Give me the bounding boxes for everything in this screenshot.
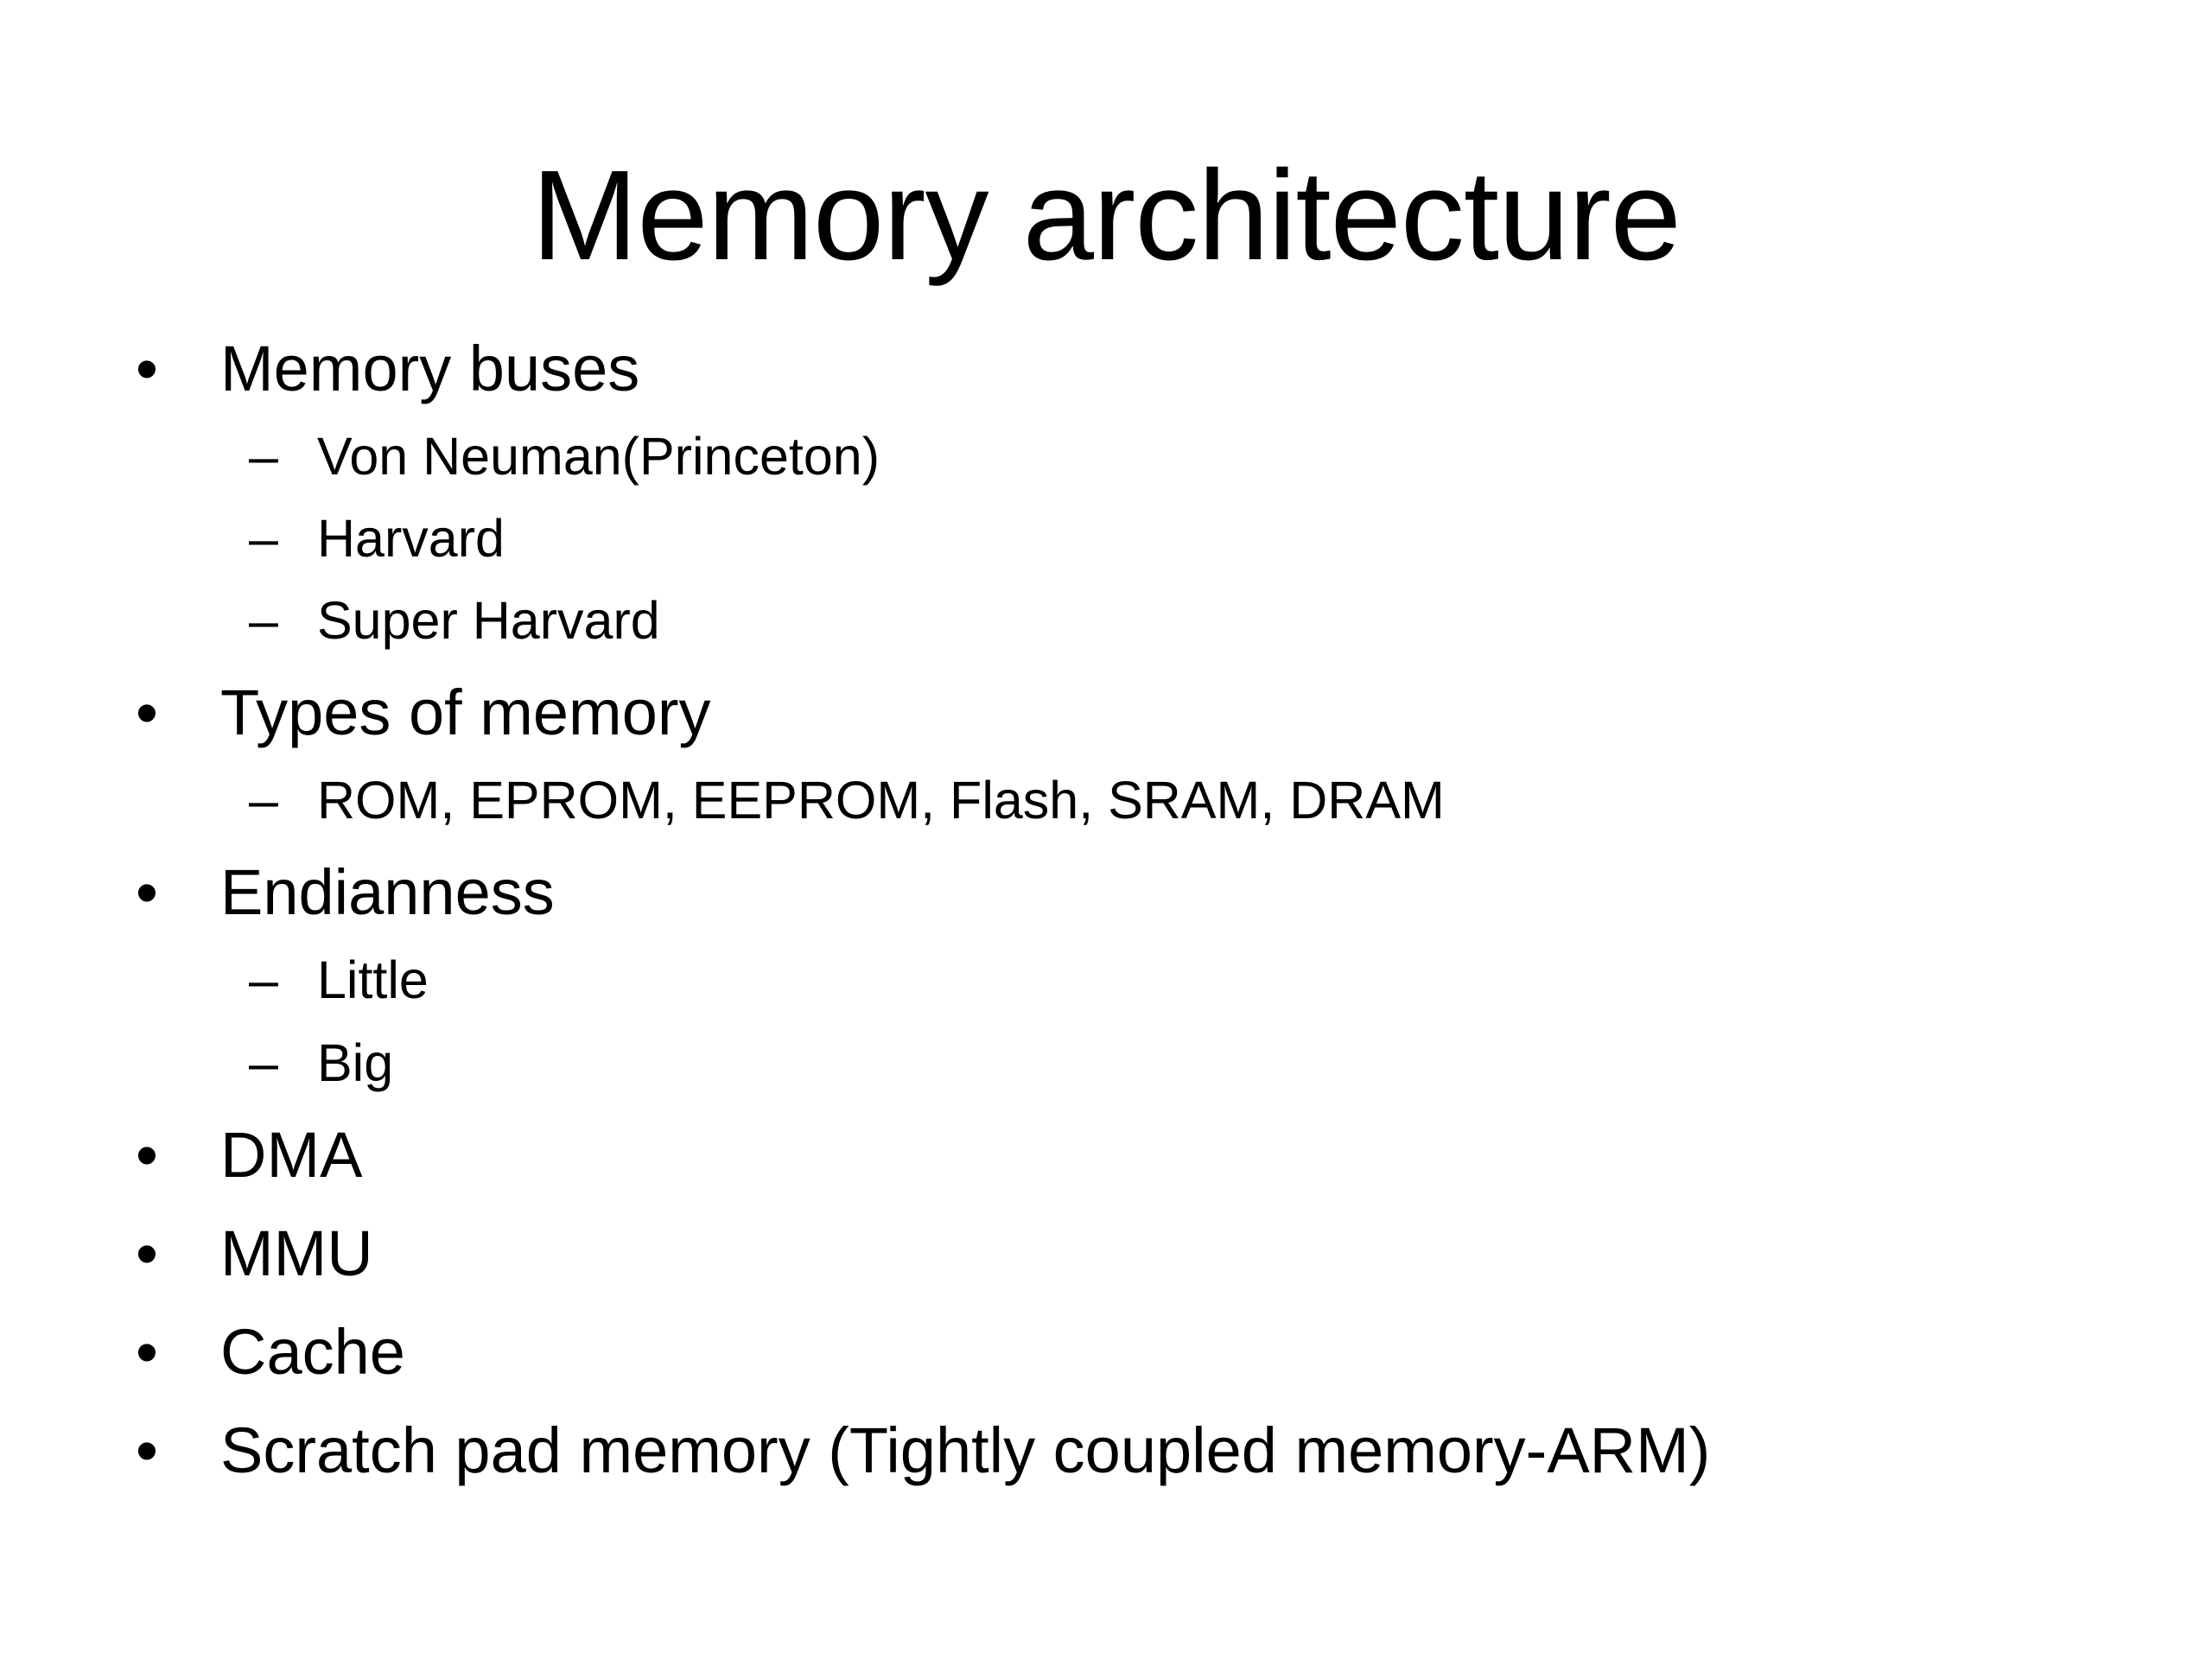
sub-bullet-marker: – bbox=[249, 427, 278, 486]
bullet-text: Scratch pad memory (Tightly coupled memo… bbox=[220, 1414, 1711, 1486]
sub-item-text: Harvard bbox=[317, 509, 505, 568]
sub-item-text: Von Neuman(Princeton) bbox=[317, 427, 880, 486]
bullet-marker: • bbox=[136, 856, 158, 928]
bullet-marker: • bbox=[136, 333, 158, 404]
sub-bullet-marker: – bbox=[249, 1033, 278, 1092]
bullet-text: DMA bbox=[220, 1119, 363, 1191]
bullet-text: Cache bbox=[220, 1316, 405, 1388]
sub-bullet-marker: – bbox=[249, 950, 278, 1009]
bullet-text: MMU bbox=[220, 1217, 373, 1289]
slide-title: Memory architecture bbox=[531, 144, 1681, 287]
bullet-marker: • bbox=[136, 677, 158, 748]
bullet-marker: • bbox=[136, 1316, 158, 1388]
bullet-marker: • bbox=[136, 1414, 158, 1486]
bullet-marker: • bbox=[136, 1217, 158, 1289]
bullet-text: Types of memory bbox=[220, 677, 711, 748]
sub-item-text: Big bbox=[317, 1033, 394, 1092]
sub-bullet-marker: – bbox=[249, 509, 278, 568]
bullet-text: Memory buses bbox=[220, 333, 640, 404]
sub-item-text: ROM, EPROM, EEPROM, Flash, SRAM, DRAM bbox=[317, 771, 1445, 830]
bullet-marker: • bbox=[136, 1119, 158, 1191]
bullet-text: Endianness bbox=[220, 856, 555, 928]
sub-item-text: Super Harvard bbox=[317, 591, 660, 650]
sub-item-text: Little bbox=[317, 950, 429, 1009]
sub-bullet-marker: – bbox=[249, 591, 278, 650]
sub-bullet-marker: – bbox=[249, 771, 278, 830]
